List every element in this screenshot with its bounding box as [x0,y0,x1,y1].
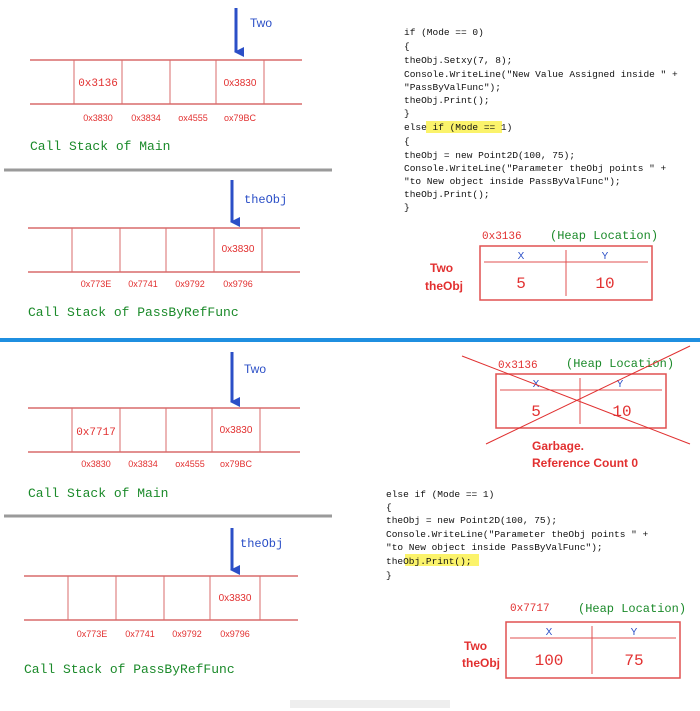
arrow-label: Two [250,16,272,30]
stack-address: 0x773E [81,279,112,289]
code-line: theObj.Print(); [404,189,490,200]
heap-header: X [518,251,525,262]
code-line: } [386,570,392,581]
cross-out-line [485,345,691,445]
stack-address: 0x3830 [83,113,113,123]
stack-cell: 0x3830 [220,425,253,436]
code-line: else if (Mode == 1) [404,122,512,133]
top-main-stack: Two 0x3136 0x3830 0x3830 0x3834 ox4555 o… [30,8,302,154]
stack-address: 0x3834 [128,459,158,469]
stack-address: 0x9796 [220,629,250,639]
code-line: { [404,136,410,147]
stack-address: ox79BC [220,459,253,469]
stack-address: 0x9792 [175,279,205,289]
top-heap: 0x3136 (Heap Location) X Y 5 10 Two theO… [425,229,658,301]
heap-box [479,245,653,301]
code-line: theObj.Print(); [386,556,472,567]
heap-ref: theObj [425,279,463,293]
code-line: Console.WriteLine("Parameter theObj poin… [404,163,667,174]
stack-address: 0x773E [77,629,108,639]
heap-value: 5 [531,403,541,421]
code-line: if (Mode == 0) [404,27,484,38]
code-line: else if (Mode == 1) [386,489,494,500]
code-line: theObj = new Point2D(100, 75); [404,150,575,161]
garbage-note: Reference Count 0 [532,456,638,470]
heap-value: 75 [624,652,643,670]
bottom-heap: 0x7717 (Heap Location) X Y 100 75 Two th… [462,602,686,679]
code-line: "to New object inside PassByValFunc"); [404,176,621,187]
stack-cell: 0x3830 [219,593,252,604]
heap-value: 10 [595,275,614,293]
heap-value: 10 [612,403,631,421]
bottom-code-block: else if (Mode == 1) { theObj = new Point… [386,489,649,581]
top-func-stack: theObj 0x3830 0x773E 0x7741 0x9792 0x979… [28,180,300,320]
heap-title: (Heap Location) [550,229,658,243]
heap-value: 5 [516,275,526,293]
bottom-main-stack: Two 0x7717 0x3830 0x3830 0x3834 ox4555 o… [28,352,300,501]
heap-value: 100 [535,652,564,670]
stack-cell: 0x3830 [222,244,255,255]
heap-address: 0x3136 [498,360,538,372]
bottom-func-stack: theObj 0x3830 0x773E 0x7741 0x9792 0x979… [24,528,298,677]
code-line: } [404,202,410,213]
stack-address: ox4555 [175,459,205,469]
heap-ref: Two [464,639,487,653]
arrow-label: theObj [244,193,287,207]
stack-address: 0x7741 [125,629,155,639]
heap-address: 0x3136 [482,231,522,243]
stack-cell: 0x7717 [76,427,116,439]
code-line: theObj = new Point2D(100, 75); [386,515,557,526]
stack-address: 0x3834 [131,113,161,123]
stack-address: 0x7741 [128,279,158,289]
heap-ref: theObj [462,656,500,670]
code-line: theObj.Print(); [404,95,490,106]
garbage-heap: 0x3136 (Heap Location) X Y 5 10 Garbage.… [461,345,691,470]
code-line: Console.WriteLine("New Value Assigned in… [404,69,678,80]
stack-caption: Call Stack of PassByRefFunc [24,662,235,677]
garbage-note: Garbage. [532,439,584,453]
code-line: "PassByValFunc"); [404,82,501,93]
stack-address: ox79BC [224,113,257,123]
stack-cell: 0x3136 [78,78,118,90]
stack-address: 0x9796 [223,279,253,289]
arrow-label: theObj [240,537,283,551]
heap-address: 0x7717 [510,603,550,615]
heap-title: (Heap Location) [566,357,674,371]
stack-address: 0x3830 [81,459,111,469]
code-line: theObj.Setxy(7, 8); [404,55,512,66]
code-line: Console.WriteLine("Parameter theObj poin… [386,529,649,540]
arrow-label: Two [244,362,266,376]
heap-header: X [546,627,553,638]
heap-title: (Heap Location) [578,602,686,616]
code-line: "to New object inside PassByValFunc"); [386,542,603,553]
heap-header: Y [617,379,624,390]
stack-address: ox4555 [178,113,208,123]
code-highlight [405,554,479,566]
stack-cell: 0x3830 [224,78,257,89]
top-code-block: if (Mode == 0) { theObj.Setxy(7, 8); Con… [404,27,678,213]
stack-caption: Call Stack of PassByRefFunc [28,305,239,320]
heap-box [495,373,667,429]
code-line: { [404,41,410,52]
code-highlight [426,121,502,133]
heap-header: Y [631,627,638,638]
stack-address: 0x9792 [172,629,202,639]
section-divider [0,338,700,342]
heap-header: Y [602,251,609,262]
stack-caption: Call Stack of Main [28,486,168,501]
code-line: } [404,108,410,119]
heap-box [505,621,681,679]
heap-ref: Two [430,261,453,275]
code-line: { [386,502,392,513]
bottom-bar [290,700,450,708]
cross-out-line [461,355,691,445]
stack-caption: Call Stack of Main [30,139,170,154]
